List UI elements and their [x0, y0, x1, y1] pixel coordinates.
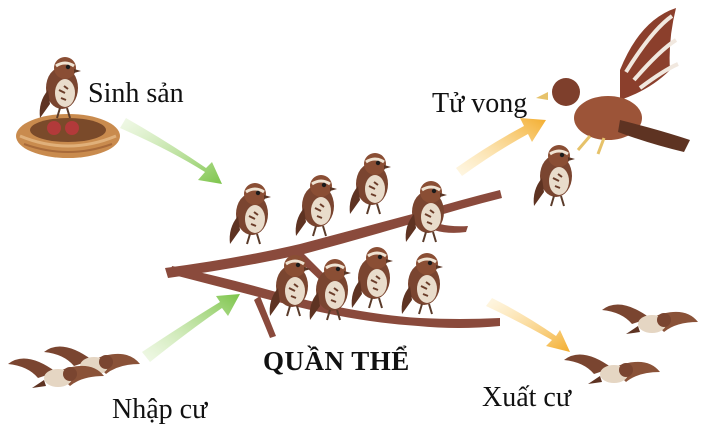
arrow-emigration [486, 298, 570, 352]
label-immigration: Nhập cư [112, 394, 208, 425]
nest-illustration [16, 55, 120, 158]
label-emigration: Xuất cư [482, 382, 572, 413]
arrow-birth [120, 118, 222, 184]
emigrant-bird-1 [602, 304, 698, 334]
sparrow-2 [294, 173, 339, 238]
arrow-death [456, 118, 546, 176]
sparrow-3 [348, 151, 393, 216]
label-birth: Sinh sản [88, 78, 184, 109]
arrow-immigration [142, 294, 240, 362]
sparrow-7 [350, 245, 395, 310]
prey-sparrow [532, 143, 577, 208]
label-death: Tử vong [432, 88, 528, 119]
sparrow-4 [404, 179, 449, 244]
sparrow-8 [400, 251, 445, 316]
hawk-illustration [532, 8, 690, 208]
sparrow-1 [228, 181, 273, 246]
label-population: QUẦN THỂ [263, 346, 410, 376]
emigrant-bird-2 [564, 354, 660, 384]
